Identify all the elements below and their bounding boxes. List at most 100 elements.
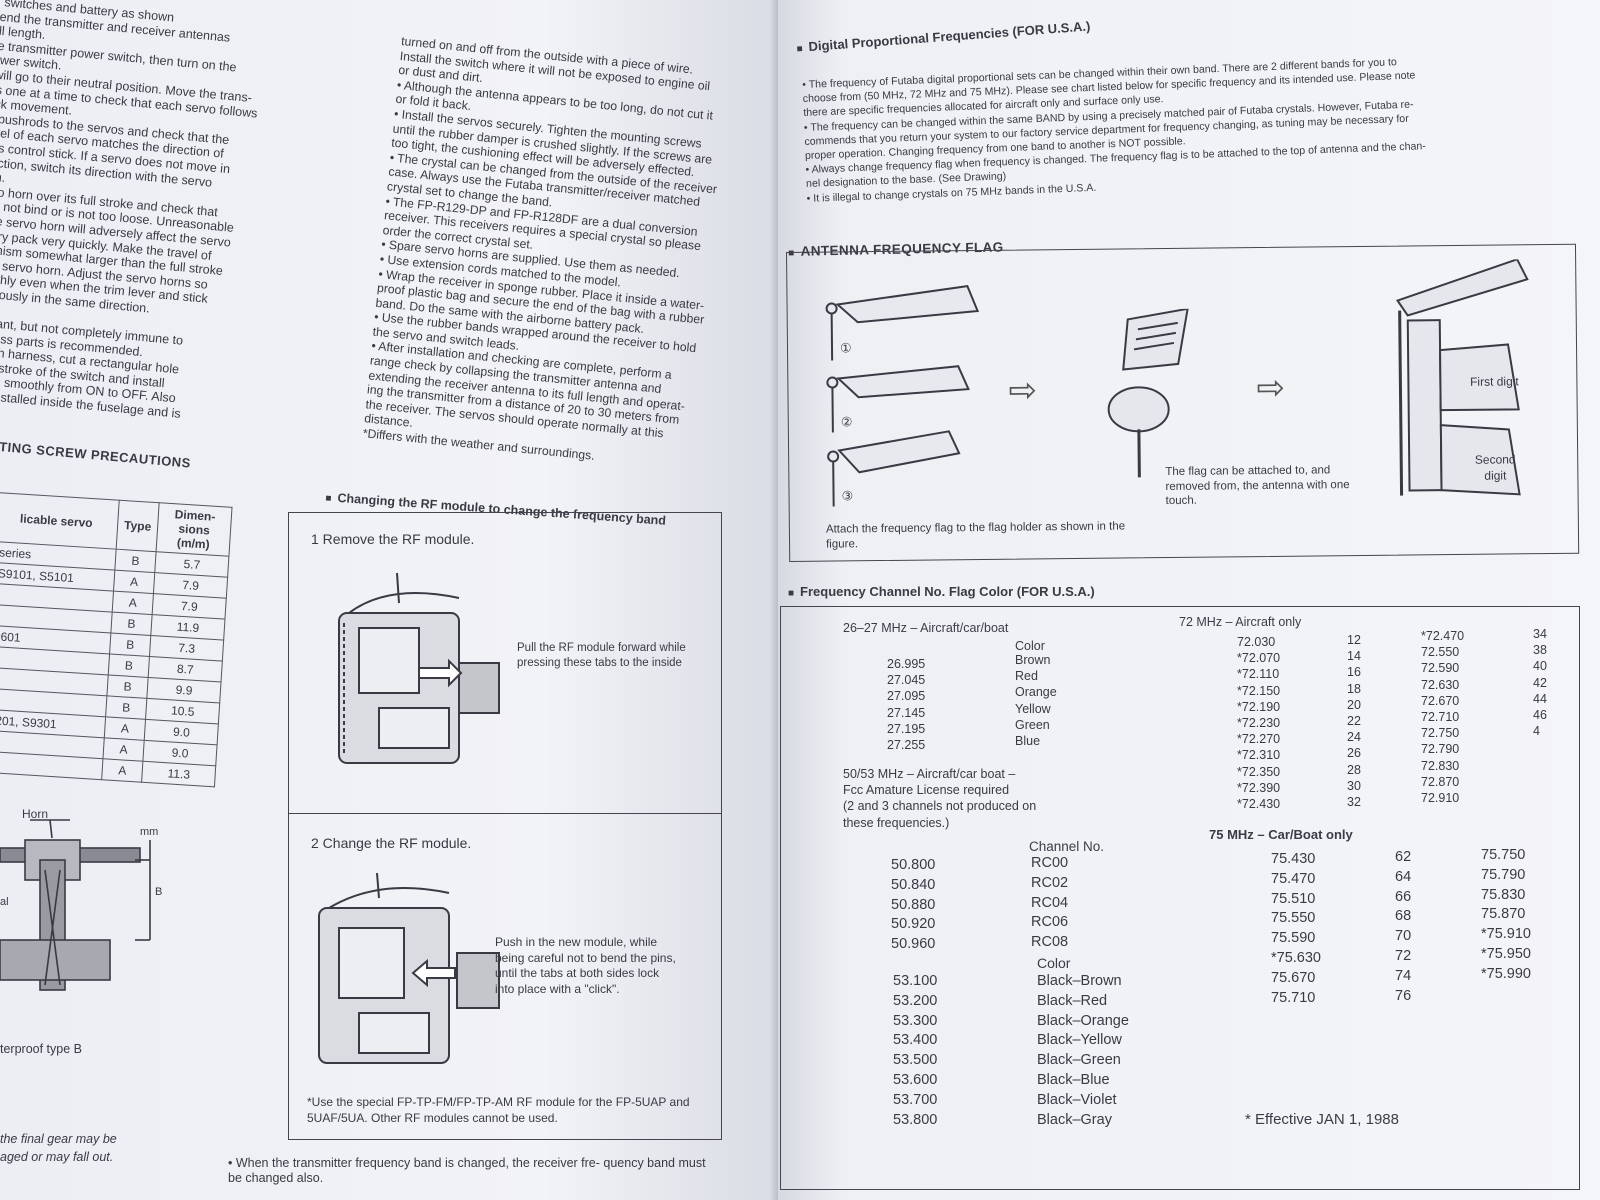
- band72-title: 72 MHz – Aircraft only: [1179, 615, 1302, 629]
- channel-number: RC02: [1031, 874, 1069, 891]
- channel-number: 12: [1347, 633, 1361, 647]
- flag-color: Black–Gray: [1037, 1111, 1112, 1128]
- band-title-line: 50/53 MHz – Aircraft/car boat –: [843, 767, 1016, 781]
- freq-value: 72.590: [1421, 661, 1460, 676]
- freq-value: *72.190: [1237, 699, 1281, 714]
- flag-step-number: ②: [840, 414, 853, 430]
- flag-color: Red: [1015, 669, 1038, 684]
- chan-heading: Frequency Channel No. Flag Color (FOR U.…: [788, 584, 1095, 599]
- freq-value: 50.800: [891, 857, 936, 873]
- freq-value: *75.630: [1271, 949, 1321, 966]
- servo-table-header: licable servo: [0, 492, 120, 550]
- channel-number: 72: [1395, 947, 1412, 964]
- freq-value: 75.430: [1271, 851, 1316, 867]
- freq-value: 75.550: [1271, 910, 1316, 927]
- channel-number: 40: [1533, 659, 1547, 674]
- freq-value: 26.995: [887, 657, 926, 671]
- table-cell: 11.3: [141, 761, 216, 787]
- band-change-note: • When the transmitter frequency band is…: [228, 1156, 706, 1185]
- channel-number: 26: [1347, 746, 1361, 761]
- channel-number: [1533, 757, 1547, 773]
- step2-title: 2 Change the RF module.: [311, 835, 472, 851]
- band-title-line: these frequencies.): [843, 815, 950, 830]
- horn-label: Horn: [22, 807, 48, 821]
- channel-number: [1533, 740, 1547, 756]
- flag-caption: Attach the frequency flag to the flag ho…: [825, 520, 1126, 551]
- freq-value: 72.910: [1421, 790, 1460, 805]
- freq-value: *72.430: [1237, 796, 1281, 811]
- step2-note: Push in the new module, while being care…: [495, 935, 676, 996]
- freq-value: 72.830: [1421, 758, 1460, 773]
- band72-freq-list-a: 72.030*72.070*72.110*72.150*72.190*72.23…: [1237, 635, 1280, 813]
- channel-number: 68: [1395, 908, 1412, 925]
- flag-color: Blue: [1015, 733, 1041, 748]
- freq-value: 53.200: [893, 992, 938, 1009]
- table-cell: B: [108, 653, 150, 678]
- channel-number: 32: [1347, 794, 1361, 809]
- rf-steps-box: 1 Remove the RF module. Pull the RF modu…: [288, 512, 722, 1140]
- channel-number: 30: [1347, 778, 1361, 793]
- channel-number: 46: [1533, 707, 1547, 722]
- band27-color-header: Color: [1015, 639, 1045, 653]
- flag-holder-steps: [825, 285, 980, 507]
- freq-value: 75.710: [1271, 989, 1316, 1006]
- band75-title: 75 MHz – Car/Boat only: [1209, 827, 1353, 842]
- al-label: al: [0, 896, 9, 908]
- effective-date-note: * Effective JAN 1, 1988: [1245, 1111, 1399, 1128]
- gear-note-2: aged or may fall out.: [0, 1150, 114, 1164]
- channel-number: 74: [1395, 967, 1412, 984]
- servo-table-header: Type: [116, 500, 160, 552]
- transmitter-illustration-2: [318, 873, 500, 1064]
- freq-value: 27.145: [887, 705, 926, 720]
- freq-value: 75.790: [1481, 866, 1526, 883]
- channel-number: 64: [1395, 868, 1412, 885]
- freq-value: *72.070: [1237, 651, 1281, 666]
- freq-value: 72.870: [1421, 774, 1460, 789]
- freq-value: *72.110: [1237, 667, 1280, 682]
- channel-number: 66: [1395, 888, 1412, 905]
- freq-value: *72.310: [1237, 748, 1281, 763]
- table-cell: B: [106, 674, 149, 699]
- flag-step-number: ①: [839, 340, 852, 356]
- channel-number: 62: [1395, 849, 1412, 865]
- flag-color: Green: [1015, 717, 1050, 732]
- servo-table-header: Dimen- sions (m/m): [156, 502, 233, 557]
- channel-number: 24: [1347, 730, 1361, 745]
- freq-value: 53.300: [893, 1012, 938, 1029]
- right-page: Digital Proportional Frequencies (FOR U.…: [778, 0, 1600, 1200]
- band27-title: 26–27 MHz – Aircraft/car/boat: [843, 621, 1009, 635]
- freq-value: 75.470: [1271, 870, 1316, 887]
- band-title-line: (2 and 3 channels not produced on: [843, 799, 1037, 814]
- channel-number: [1533, 773, 1547, 789]
- freq-value: 50.920: [891, 916, 936, 933]
- band53-color-header: Color: [1037, 955, 1071, 971]
- channel-number: 18: [1347, 681, 1361, 696]
- freq-value: 75.670: [1271, 969, 1316, 986]
- flag-color: Brown: [1015, 653, 1051, 667]
- channel-number: RC04: [1031, 894, 1069, 911]
- channel-number: 76: [1395, 987, 1412, 1004]
- freq-value: 53.600: [893, 1071, 938, 1088]
- steps-divider: [289, 813, 721, 814]
- dp-bullets: • The frequency of Futaba digital propor…: [802, 49, 1566, 206]
- freq-value: 50.840: [891, 876, 936, 893]
- first-digit-label: First digit: [1469, 374, 1519, 389]
- table-cell: A: [113, 570, 155, 594]
- flag-attach-illustration: [1107, 308, 1189, 478]
- flag-color: Orange: [1015, 685, 1057, 700]
- freq-value: *72.270: [1237, 732, 1281, 747]
- channel-number: 20: [1347, 697, 1361, 712]
- freq-table-box: 26–27 MHz – Aircraft/car/boat Color 26.9…: [780, 606, 1580, 1190]
